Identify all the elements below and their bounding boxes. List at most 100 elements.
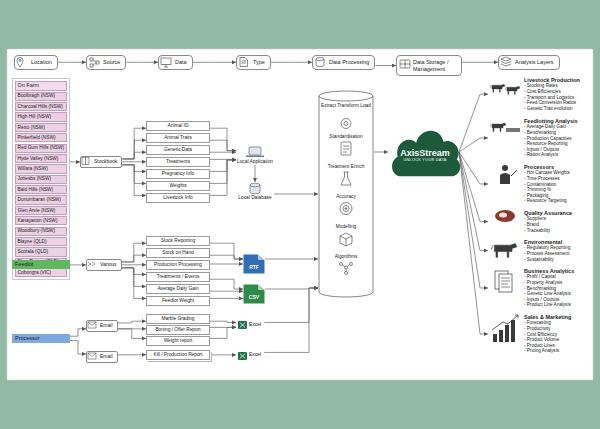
node-text: - Time Processes <box>524 176 570 182</box>
node-text: Boolbragh (NSW) <box>18 93 65 99</box>
node-text: Extract Transform Load <box>318 103 374 134</box>
node-text: Glen Arvie (NSW) <box>18 208 65 214</box>
source-icon <box>88 353 96 359</box>
connector <box>459 152 488 251</box>
header-icon <box>501 57 511 66</box>
connector <box>122 161 146 162</box>
type-icon <box>238 147 264 360</box>
connector <box>459 94 488 152</box>
analysis-icon <box>499 274 512 292</box>
connector-group <box>58 62 498 355</box>
connector <box>459 152 488 288</box>
header-icon <box>90 64 93 67</box>
connector <box>118 354 146 355</box>
analysis-icon <box>502 165 508 171</box>
doc-fold <box>258 255 265 261</box>
connector <box>122 243 146 262</box>
analysis-icon <box>505 325 509 342</box>
location-bar: Feedlot <box>12 260 70 269</box>
header-icon <box>161 58 171 65</box>
connector <box>265 259 318 260</box>
node-text: Livestock Info <box>149 195 207 201</box>
node-text: - Product Volume <box>524 337 571 343</box>
node-text: Modelling <box>318 224 374 254</box>
farm-box: Glen Arvie (NSW) <box>15 206 68 215</box>
node-text: Marble Grading <box>149 316 207 322</box>
file-type: Local Application <box>236 146 274 165</box>
header-icon <box>316 58 324 67</box>
farm-box: Charcoal Hills (NSW) <box>15 102 68 111</box>
connector <box>210 160 236 171</box>
connector <box>210 140 236 150</box>
data-box: Feedlot Weight <box>146 296 210 306</box>
processing-icon <box>341 142 351 155</box>
file-type: Excel <box>236 320 264 330</box>
node-text: Animal ID <box>149 123 207 129</box>
node-text: - Benchmarking <box>524 286 574 292</box>
connector <box>70 341 86 354</box>
doc-fold <box>258 285 265 291</box>
node-text: - Product Lines <box>524 343 571 349</box>
connector <box>210 243 243 259</box>
data-box: Production Processing <box>146 260 210 270</box>
node-text: Excel <box>249 322 261 328</box>
node-text: Animal Traits <box>149 135 207 141</box>
node-text: Type <box>253 59 265 66</box>
node-text: - Production Capacities <box>524 136 578 142</box>
farm-box: High Hill (NSW) <box>15 112 68 121</box>
connector <box>210 279 243 289</box>
storage-cloud: AxisStreamUNLOCK YOUR DATA <box>388 124 462 180</box>
node-text: Woodbury (NSW) <box>18 228 65 234</box>
file-doc: RTF <box>243 254 265 274</box>
node-text: - Property Analysis <box>524 280 574 286</box>
processing-icon <box>343 206 349 212</box>
report-box: Kill / Production Report <box>146 350 210 360</box>
node-text: Charcoal Hills (NSW) <box>18 104 65 110</box>
node-text: Livestock Production <box>524 77 580 83</box>
connector <box>264 288 318 322</box>
node-text: Weights <box>149 183 207 189</box>
farm-box: Cobongra (VIC) <box>15 268 68 277</box>
node-text: - Genetic Trait evolution <box>524 106 580 112</box>
connector <box>122 140 146 159</box>
node-text: Red Gum Hills (NSW) <box>18 145 65 151</box>
header-icon <box>240 58 248 67</box>
node-text: - Inputs / Outputs <box>524 147 578 153</box>
node-text: Data <box>175 59 187 66</box>
node-text: Stock on Hand <box>149 250 207 256</box>
node-text: - Contamination <box>524 182 570 188</box>
connector <box>122 255 146 262</box>
connector <box>210 160 236 183</box>
analysis-icon <box>490 84 520 342</box>
processing-icon <box>345 208 347 210</box>
farm-box: Woodbury (NSW) <box>15 227 68 236</box>
connector <box>210 321 236 322</box>
node-text: Source <box>103 59 120 66</box>
analysis-icon <box>506 128 520 132</box>
connector <box>459 152 488 334</box>
node-text: On Farm <box>15 81 68 91</box>
connector <box>70 161 80 162</box>
header-icon <box>17 58 23 67</box>
analysis-icon <box>505 86 520 94</box>
analysis-icon <box>492 315 518 330</box>
node-text: Environmental <box>524 239 570 245</box>
header-icon <box>164 65 168 68</box>
node-text: Feedlot Weight <box>149 298 207 304</box>
data-box: Treatments <box>146 157 210 167</box>
analysis-layer: Business Analytics- Profit / Capital- Pr… <box>488 267 576 309</box>
source-box: Email <box>86 320 118 332</box>
type-icon <box>240 323 245 328</box>
node-text: Hyde Valley (NSW) <box>18 156 65 162</box>
type-icon <box>238 352 247 360</box>
connector <box>126 62 158 63</box>
node-text: - Sustainability <box>524 257 570 263</box>
node-text: Location <box>31 59 52 66</box>
analysis-icon <box>495 210 515 222</box>
node-text: CSV <box>244 294 264 300</box>
node-text: Local Application <box>236 159 274 165</box>
node-text: - Feed Conversion Ratios <box>524 100 580 106</box>
node-text: Processor <box>15 335 67 341</box>
